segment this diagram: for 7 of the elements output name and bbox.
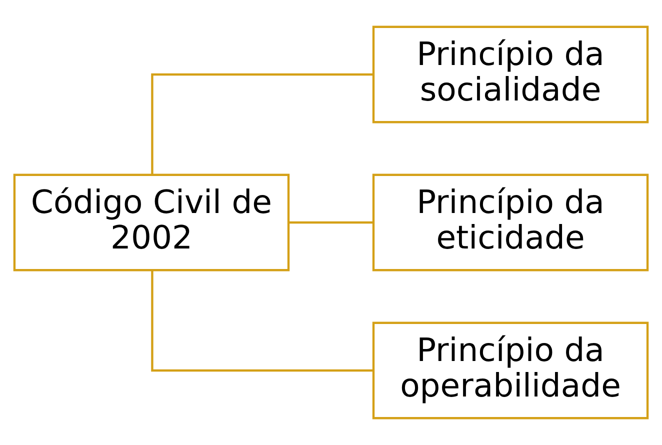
connector [151,73,374,175]
node-box: Código Civil de 2002 [13,174,290,272]
node-box: Princípio da operabilidade [372,322,649,420]
node-box: Princípio da eticidade [372,174,649,272]
connector [151,270,374,372]
node-box: Princípio da socialidade [372,26,649,124]
connector [288,221,374,224]
